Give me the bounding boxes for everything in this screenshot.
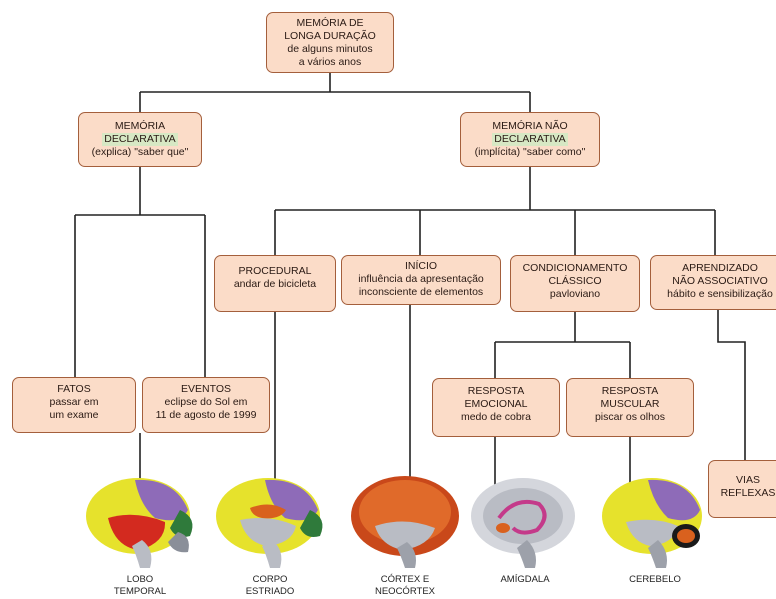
caption-cortex-line1: CÓRTEX E [380, 574, 430, 585]
fatos-line2: passar em [49, 396, 99, 408]
caption-lobo-line2: TEMPORAL [113, 586, 167, 597]
caption-cerebelo: CEREBELO [615, 574, 695, 586]
declarative-box: MEMÓRIA DECLARATIVA (explica) "saber que… [78, 112, 202, 167]
procedural-box: PROCEDURAL andar de bicicleta [214, 255, 336, 312]
root-line3: de alguns minutos [287, 43, 373, 55]
muscular-line2: MUSCULAR [600, 398, 660, 410]
emocional-line2: EMOCIONAL [464, 398, 528, 410]
condicionamento-box: CONDICIONAMENTO CLÁSSICO pavloviano [510, 255, 640, 312]
declarative-line2: DECLARATIVA [102, 133, 178, 146]
aprendizado-line1: APRENDIZADO [682, 262, 758, 274]
brain-striatum-icon [216, 478, 323, 568]
declarative-line3: (explica) "saber que" [91, 146, 189, 158]
muscular-box: RESPOSTA MUSCULAR piscar os olhos [566, 378, 694, 437]
eventos-line1: EVENTOS [181, 383, 231, 395]
caption-amigdala-line1: AMÍGDALA [500, 574, 550, 585]
inicio-line3: inconsciente de elementos [358, 286, 484, 298]
condicionamento-line2: CLÁSSICO [548, 275, 602, 287]
root-line4: a vários anos [298, 56, 362, 68]
aprendizado-line3: hábito e sensibilização [667, 288, 773, 300]
caption-cortex: CÓRTEX E NEOCÓRTEX [365, 574, 445, 598]
vias-line1: VIAS [736, 474, 760, 486]
nondeclarative-line3: (implícita) "saber como" [474, 146, 586, 158]
inicio-line2: influência da apresentação [358, 273, 484, 285]
brain-cortex-icon [351, 476, 459, 568]
fatos-line1: FATOS [57, 383, 91, 395]
vias-box: VIAS REFLEXAS [708, 460, 776, 518]
nondeclarative-box: MEMÓRIA NÃO DECLARATIVA (implícita) "sab… [460, 112, 600, 167]
caption-cortex-line2: NEOCÓRTEX [374, 586, 435, 597]
caption-lobo-line1: LOBO [126, 574, 154, 585]
muscular-line1: RESPOSTA [601, 385, 659, 397]
eventos-line3: 11 de agosto de 1999 [155, 409, 257, 421]
brain-cerebellum-icon [602, 478, 702, 568]
nondeclarative-line1: MEMÓRIA NÃO [492, 120, 568, 132]
aprendizado-box: APRENDIZADO NÃO ASSOCIATIVO hábito e sen… [650, 255, 776, 310]
procedural-line1: PROCEDURAL [238, 265, 312, 277]
caption-corpo-estriado: CORPO ESTRIADO [230, 574, 310, 598]
nondeclarative-line2: DECLARATIVA [492, 133, 568, 146]
condicionamento-line1: CONDICIONAMENTO [522, 262, 628, 274]
root-box: MEMÓRIA DE LONGA DURAÇÃO de alguns minut… [266, 12, 394, 73]
emocional-line3: medo de cobra [460, 411, 532, 423]
muscular-line3: piscar os olhos [594, 411, 666, 423]
caption-corpo-line1: CORPO [252, 574, 288, 585]
eventos-box: EVENTOS eclipse do Sol em 11 de agosto d… [142, 377, 270, 433]
caption-cerebelo-line1: CEREBELO [629, 574, 681, 585]
caption-amigdala: AMÍGDALA [485, 574, 565, 586]
brain-temporal-lobe-icon [86, 478, 193, 568]
root-line2: LONGA DURAÇÃO [284, 30, 376, 42]
declarative-line1: MEMÓRIA [114, 120, 166, 132]
procedural-line2: andar de bicicleta [233, 278, 317, 290]
caption-corpo-line2: ESTRIADO [245, 586, 295, 597]
eventos-line2: eclipse do Sol em [164, 396, 248, 408]
aprendizado-line2: NÃO ASSOCIATIVO [672, 275, 768, 287]
condicionamento-line3: pavloviano [549, 288, 601, 300]
root-line1: MEMÓRIA DE [296, 17, 364, 29]
emocional-box: RESPOSTA EMOCIONAL medo de cobra [432, 378, 560, 437]
vias-line2: REFLEXAS [720, 487, 776, 499]
inicio-line1: INÍCIO [404, 260, 438, 272]
brain-amygdala-icon [471, 478, 575, 568]
emocional-line1: RESPOSTA [467, 385, 525, 397]
caption-lobo-temporal: LOBO TEMPORAL [100, 574, 180, 598]
fatos-box: FATOS passar em um exame [12, 377, 136, 433]
inicio-box: INÍCIO influência da apresentação incons… [341, 255, 501, 305]
fatos-line3: um exame [49, 409, 99, 421]
